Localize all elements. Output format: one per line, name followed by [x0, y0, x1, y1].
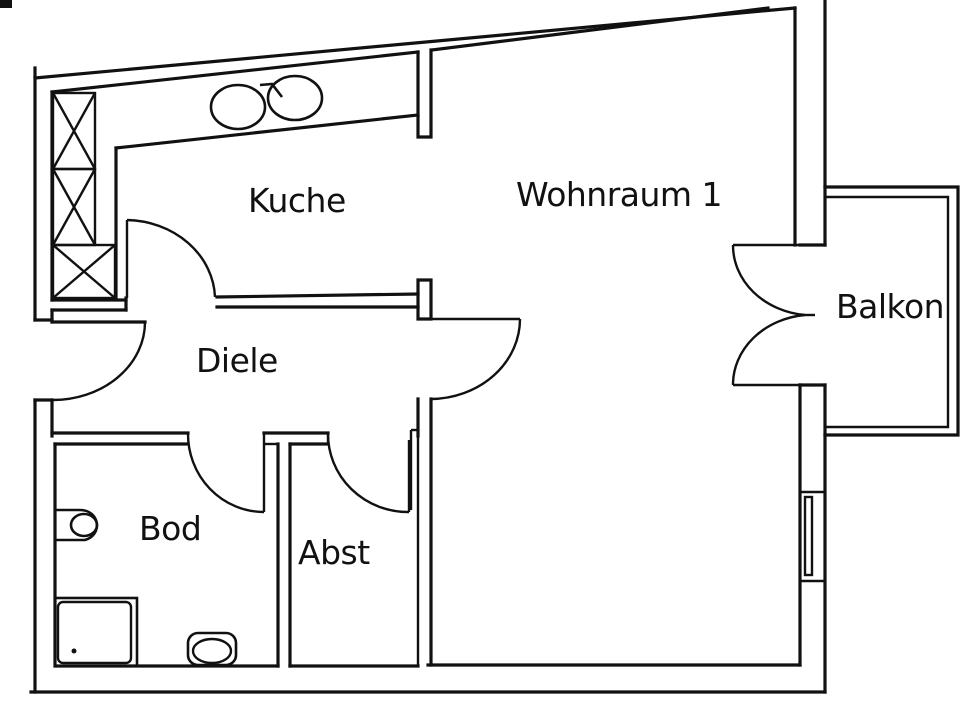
balcony-door [731, 243, 815, 387]
washbasin-icon [186, 631, 238, 667]
kitchen-cabinets [51, 91, 117, 300]
toilet-icon [55, 508, 99, 542]
room-label-bad: Bod [139, 509, 201, 548]
kitchen-sink-icon [209, 74, 324, 131]
room-label-wohnraum: Wohnraum 1 [516, 175, 722, 214]
bathroom-door [186, 432, 265, 514]
entrance-door [51, 320, 147, 402]
kitchen-door [125, 218, 217, 298]
window [803, 495, 814, 577]
living-room-door [409, 317, 522, 667]
room-label-kueche: Kuche [248, 181, 346, 220]
kitchen-walls [50, 48, 433, 321]
room-label-diele: Diele [196, 341, 278, 380]
balcony-outline [823, 185, 960, 437]
outer-walls [29, 0, 827, 694]
room-label-abst: Abst [298, 533, 370, 572]
shower-tray-icon [53, 596, 139, 668]
corner-mark [0, 0, 12, 8]
room-label-balkon: Balkon [836, 287, 944, 326]
storage-door [326, 432, 411, 514]
